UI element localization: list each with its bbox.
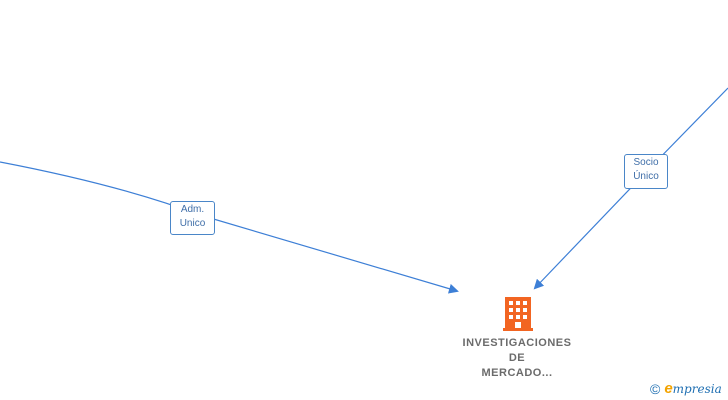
edge-label-socio-unico[interactable]: Socio Único: [624, 154, 668, 189]
edge-label-adm-unico[interactable]: Adm. Unico: [170, 201, 215, 235]
company-name[interactable]: INVESTIGACIONES DE MERCADO...: [436, 336, 598, 381]
empresia-watermark: © e mpresia: [650, 380, 722, 397]
empresia-logo-text: mpresia: [672, 381, 722, 396]
company-name-line: INVESTIGACIONES: [462, 337, 572, 349]
empresia-logo-initial: e: [664, 380, 673, 397]
edge-adm-unico[interactable]: [0, 161, 459, 294]
company-name-line: MERCADO...: [481, 367, 553, 379]
edge-label-line: Socio: [633, 157, 659, 168]
copyright-icon: ©: [650, 380, 661, 397]
edge-label-line: Adm.: [180, 204, 205, 215]
company-name-line: DE: [508, 352, 526, 364]
building-icon[interactable]: [503, 297, 533, 331]
edge-label-line: Unico: [179, 218, 206, 229]
edge-label-line: Único: [633, 171, 659, 182]
